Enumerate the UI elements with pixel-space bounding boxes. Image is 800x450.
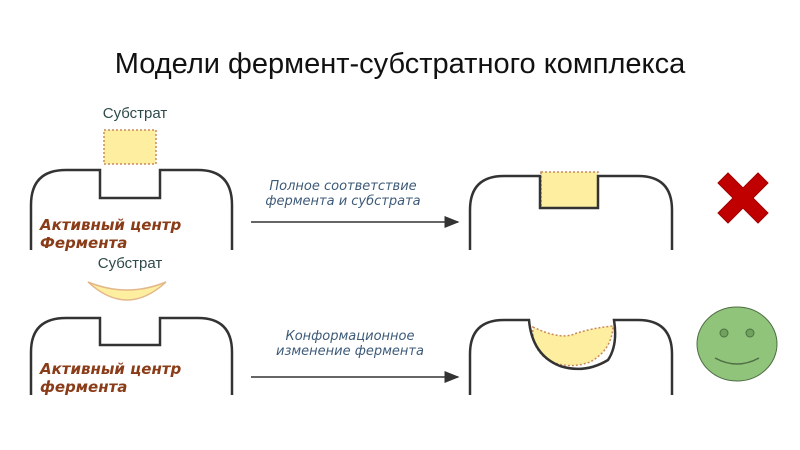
enzyme-substrate-complex: [468, 318, 674, 395]
enzyme-body: [29, 316, 234, 395]
active-site-label-line2: фермента: [40, 378, 127, 396]
bound-substrate: [532, 325, 614, 367]
arrow-label-line2: изменение фермента: [276, 344, 424, 359]
substrate-label: Субстрат: [103, 105, 168, 122]
arrow-label-line1: Конформационное: [286, 329, 415, 344]
slide-title: Модели фермент-субстратного комплекса: [114, 48, 686, 80]
row-lock-and-key: Субстрат Активный центр Фермента Полное …: [29, 105, 769, 252]
substrate-rect: [103, 129, 157, 165]
active-site-label-line1: Активный центр: [39, 360, 181, 378]
substrate-label: Субстрат: [98, 255, 163, 272]
active-site-label-line2: Фермента: [40, 234, 127, 252]
enzyme-substrate-complex: [468, 174, 674, 250]
substrate-crescent: [87, 281, 167, 301]
arrow-label-line1: Полное соответствие: [269, 179, 416, 194]
enzyme-body: [29, 168, 234, 250]
red-cross-icon: [717, 172, 769, 224]
arrow-label-line2: фермента и субстрата: [265, 194, 420, 209]
active-site-label-line1: Активный центр: [39, 216, 181, 234]
row-induced-fit: Субстрат Активный центр фермента Конформ…: [29, 255, 778, 396]
green-smiley-icon: [696, 306, 778, 382]
bound-substrate: [540, 171, 599, 209]
